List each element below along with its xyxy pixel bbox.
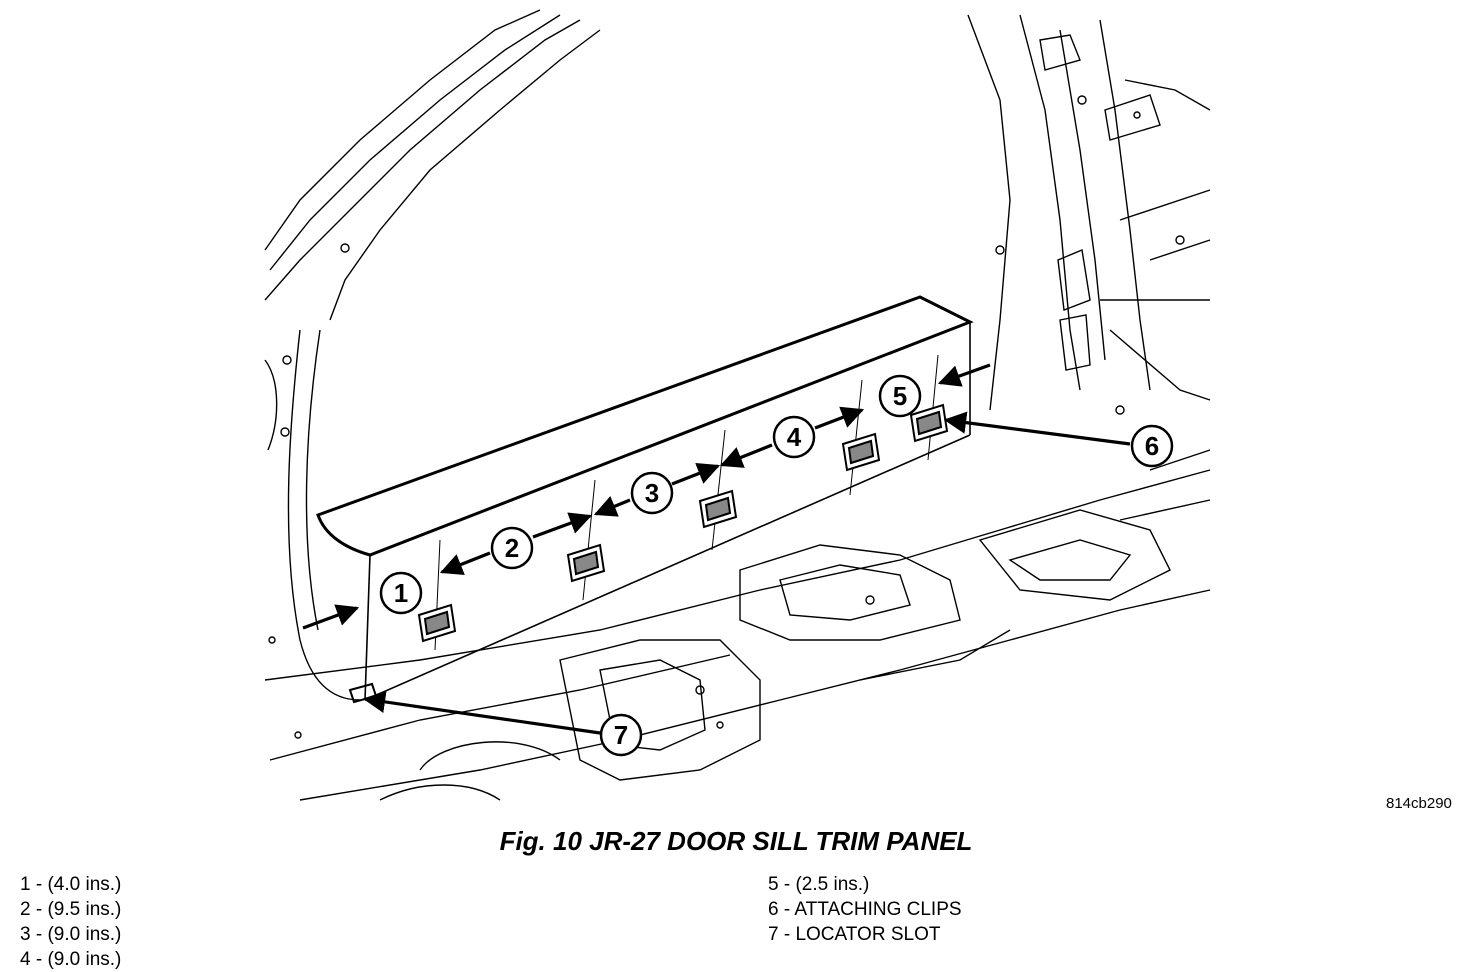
- legend-item-5: 5 - (2.5 ins.): [768, 874, 870, 895]
- svg-text:1: 1: [394, 578, 408, 608]
- callout-5: 5: [878, 374, 922, 418]
- legend-left-column: 1 - (4.0 ins.) 2 - (9.5 ins.) 3 - (9.0 i…: [20, 872, 121, 972]
- arrow-4-right: [814, 406, 865, 430]
- arrow-4-left: [719, 443, 773, 468]
- arrow-6-pointer: [943, 411, 1131, 446]
- callout-6: 6: [1130, 424, 1174, 468]
- clip-3: [698, 489, 738, 529]
- legend-item-6: 6 - ATTACHING CLIPS: [768, 899, 962, 920]
- arrow-7-pointer: [362, 690, 601, 735]
- clip-2: [566, 543, 606, 583]
- svg-text:2: 2: [505, 533, 519, 563]
- callout-4: 4: [772, 415, 816, 459]
- image-reference-code: 814cb290: [1386, 795, 1452, 812]
- callout-1: 1: [379, 571, 423, 615]
- vehicle-body-linework: [264, 9, 1211, 801]
- arrow-5-right: [937, 363, 991, 387]
- arrow-3-right: [671, 462, 721, 486]
- svg-text:6: 6: [1145, 431, 1159, 461]
- arrow-3-left: [593, 495, 631, 517]
- callout-2: 2: [490, 526, 534, 570]
- legend-item-7: 7 - LOCATOR SLOT: [768, 924, 941, 945]
- clip-5: [909, 403, 949, 443]
- arrow-2-right: [532, 512, 593, 539]
- svg-text:7: 7: [614, 720, 628, 750]
- arrow-2-left: [439, 551, 491, 575]
- clip-4: [841, 432, 881, 472]
- legend-item-3: 3 - (9.0 ins.): [20, 924, 122, 945]
- attaching-clips: [417, 403, 949, 643]
- legend-right-column: 5 - (2.5 ins.) 6 - ATTACHING CLIPS 7 - L…: [768, 872, 962, 947]
- legend-item-2: 2 - (9.5 ins.): [20, 899, 122, 920]
- clip-1: [417, 603, 457, 643]
- legend-item-1: 1 - (4.0 ins.): [20, 874, 122, 895]
- callout-3: 3: [630, 471, 674, 515]
- figure-caption: Fig. 10 JR-27 DOOR SILL TRIM PANEL: [499, 826, 973, 856]
- callout-7: 7: [599, 713, 643, 757]
- svg-text:5: 5: [893, 381, 907, 411]
- arrow-1-left: [302, 604, 360, 630]
- dimension-arrows: [302, 363, 1131, 735]
- svg-text:4: 4: [787, 422, 802, 452]
- svg-text:3: 3: [645, 478, 659, 508]
- legend-item-4: 4 - (9.0 ins.): [20, 949, 122, 970]
